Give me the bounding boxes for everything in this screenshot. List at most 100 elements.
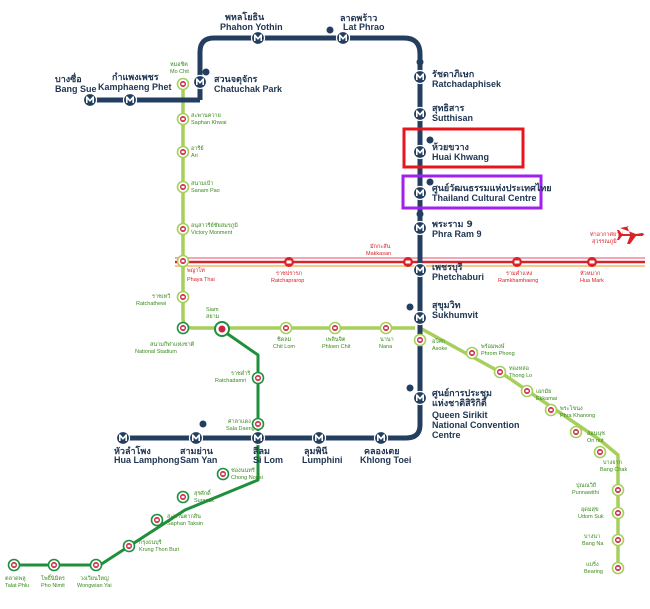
bts-station-saphan-khwai[interactable]: สะพานควาย Saphan Khwai: [176, 112, 227, 126]
airport-destination[interactable]: ท่าอากาศยาน สุวรรณภูมิ: [590, 226, 644, 245]
station-en-label: Saphan Khwai: [191, 120, 226, 126]
airport-th-label-2: สุวรรณภูมิ: [592, 238, 617, 245]
parking-icon: [406, 384, 414, 392]
mrt-station-queen-sirikit[interactable]: ศูนย์การประชุม แห่งชาติสิริกิติ์ Queen S…: [406, 384, 520, 441]
bts-station-victory-monument[interactable]: อนุสาวรีย์ชัยสมรภูมิ Victory Monment: [176, 222, 239, 236]
bts-station-udom-suk[interactable]: อุดมสุข Udom Suk: [578, 506, 625, 520]
bts-station-ekkamai[interactable]: เอกมัย Ekkamai: [520, 384, 558, 403]
bts-station-surasak[interactable]: สุรศักดิ์ Surasak: [176, 489, 215, 504]
station-th-label: พระโขนง: [560, 404, 583, 412]
station-en-label: Saphan Taksin: [167, 521, 203, 527]
mrt-station-lat-phrao[interactable]: ลาดพร้าว Lat Phrao: [326, 13, 386, 46]
arl-station-ratchaprarop[interactable]: ราชปรารภ Ratchaprarop: [271, 257, 304, 284]
mrt-station-thailand-cultural-centre[interactable]: ศูนย์วัฒนธรรมแห่งประเทศไทย Thailand Cult…: [412, 178, 552, 204]
mrt-station-sukhumvit[interactable]: สุขุมวิท Sukhumvit: [406, 300, 479, 326]
station-th-label: สุรศักดิ์: [194, 489, 212, 497]
station-th-label: ตลาดพลู: [5, 576, 26, 582]
bts-station-wongwian-yai[interactable]: วงเวียนใหญ่ Wongwian Yai: [77, 558, 112, 590]
mrt-icon: [311, 430, 327, 446]
mrt-station-hua-lamphong[interactable]: หัวลำโพง Hua Lamphong: [114, 430, 180, 466]
station-th-label: มักกะสัน: [370, 243, 391, 250]
bts-station-thong-lo[interactable]: ทองหล่อ Thong Lo: [493, 365, 533, 379]
mrt-station-phra-ram-9[interactable]: พระราม 9 Phra Ram 9: [412, 210, 482, 240]
bts-station-phloen-chit[interactable]: เพลินจิต Phloen Chit: [322, 321, 351, 351]
station-th-label: ราชดำริ: [231, 370, 250, 377]
station-th-label: ช่องนนทรี: [231, 467, 255, 474]
bts-station-bang-chak[interactable]: บางจาก Bang Chak: [593, 445, 628, 474]
station-en-label: Udom Suk: [578, 514, 604, 520]
station-th-label: เพลินจิต: [326, 336, 346, 343]
mrt-station-lumphini[interactable]: ลุมพินี Lumphini: [302, 430, 343, 466]
station-th-label: ศูนย์วัฒนธรรมแห่งประเทศไทย: [432, 182, 552, 194]
station-en-label: Sam Yan: [180, 455, 217, 465]
bts-icon: [544, 403, 558, 417]
bts-station-on-nut[interactable]: อ่อนนุช On nut: [569, 425, 606, 445]
bts-station-bearing[interactable]: แบริ่ง Bearing: [584, 560, 625, 575]
bts-station-sala-daeng[interactable]: ศาลาแดง Sala Daeng: [226, 417, 265, 432]
station-en-label: Wongwian Yai: [77, 583, 112, 589]
station-th-label: บางนา: [584, 534, 600, 540]
bts-station-mo-chit[interactable]: หมอชิต Mo Chit: [170, 61, 189, 91]
siam-interchange-dot: [218, 325, 226, 333]
mrt-icon: [412, 185, 428, 201]
station-th-label: สนามกีฬาแห่งชาติ: [150, 341, 195, 348]
station-en-label: Bearing: [584, 569, 603, 575]
station-th-label: คลองเตย: [364, 447, 400, 457]
bts-station-talat-phlu[interactable]: ตลาดพลู Talat Phlu: [5, 558, 29, 590]
station-th-label: ศูนย์การประชุม: [432, 387, 492, 399]
mrt-station-sutthisan[interactable]: สุทธิสาร Sutthisan: [412, 103, 474, 123]
mrt-station-phetchaburi[interactable]: เพชรบุรี Phetchaburi: [412, 262, 485, 282]
station-en-label: Ratchadaphisek: [432, 79, 502, 89]
station-th-label: หัวหมาก: [580, 270, 600, 277]
station-th-label: กำแพงเพชร: [112, 72, 159, 83]
bts-station-saphan-taksin[interactable]: สะพานตากสิน Saphan Taksin: [150, 513, 203, 527]
station-en-label: Makkasan: [366, 251, 391, 257]
bts-station-phrom-phong[interactable]: พร้อมพงษ์ Phrom Phong: [465, 343, 515, 360]
bts-station-krung-thon-buri[interactable]: กรุงธนบุรี Krung Thon Buri: [122, 539, 179, 553]
bts-icon: [611, 561, 625, 575]
mrt-station-ratchadaphisek[interactable]: รัชดาภิเษก Ratchadaphisek: [412, 58, 503, 90]
bts-station-nana[interactable]: นานา Nana: [379, 321, 394, 351]
bts-station-ari[interactable]: อารีย์ Ari: [176, 145, 204, 159]
mrt-station-phahon-yothin[interactable]: พหลโยธิน Phahon Yothin: [220, 11, 283, 46]
bts-station-chit-lom[interactable]: ชิดลม Chit Lom: [273, 321, 295, 351]
bts-station-punnawithi[interactable]: ปุณณวิถี Punnawithi: [572, 482, 625, 497]
bts-station-asok[interactable]: อโศก Asoke: [413, 333, 448, 353]
station-th-label: ห้วยขวาง: [432, 142, 469, 153]
bts-icon: [176, 222, 190, 236]
bts-station-ratchathewi[interactable]: ราชเทวี Ratchathewi: [136, 290, 190, 308]
mrt-icon: [188, 430, 204, 446]
mrt-station-chatuchak-park[interactable]: สวนจตุจักร Chatuchak Park: [192, 68, 284, 95]
bts-icon: [176, 490, 190, 504]
station-en-label: Thong Lo: [509, 373, 532, 379]
station-en-label: Huai Khwang: [432, 152, 489, 162]
bts-station-sanam-pao[interactable]: สนามเป้า Sanam Pao: [176, 180, 220, 194]
station-th-label: พร้อมพงษ์: [481, 343, 505, 350]
bts-icon: [89, 558, 103, 572]
arl-station-hua-mark[interactable]: หัวหมาก Hua Mark: [580, 257, 604, 284]
mrt-station-huai-khwang[interactable]: ห้วยขวาง Huai Khwang: [412, 136, 490, 163]
bts-icon: [611, 533, 625, 547]
mrt-station-sam-yan[interactable]: สามย่าน Sam Yan: [180, 420, 217, 466]
arl-station-ramkhamhaeng[interactable]: รามคำแหง Ramkhamhaeng: [498, 257, 538, 284]
mrt-station-kamphaeng-phet[interactable]: กำแพงเพชร Kamphaeng Phet: [98, 72, 172, 108]
mrt-station-bang-sue[interactable]: บางซื่อ Bang Sue: [55, 72, 98, 108]
station-th-label: อารีย์: [191, 145, 204, 152]
mrt-station-khlong-toei[interactable]: คลองเตย Khlong Toei: [360, 430, 411, 466]
bts-icon: [328, 321, 342, 335]
station-th-label: สามย่าน: [180, 446, 214, 457]
station-en-label: Khlong Toei: [360, 455, 411, 465]
highlight-box-huai-khwang: [402, 127, 525, 169]
bts-station-pho-nimit[interactable]: โพธิ์นิมิตร Pho Nimit: [41, 558, 65, 590]
arl-station-makkasan[interactable]: มักกะสัน Makkasan: [366, 243, 413, 267]
station-en-label: Queen Sirikit: [432, 410, 488, 420]
bts-station-bang-na[interactable]: บางนา Bang Na: [582, 533, 625, 547]
parking-icon: [406, 303, 414, 311]
bts-station-chong-nonsi[interactable]: ช่องนนทรี Chong Nonsi: [216, 467, 263, 481]
bts-station-ratchadamri[interactable]: ราชดำริ Ratchadamri: [215, 370, 265, 385]
bts-station-phra-khanong[interactable]: พระโขนง Phra Khanong: [544, 403, 596, 419]
bts-station-national-stadium[interactable]: สนามกีฬาแห่งชาติ National Stadium: [135, 321, 195, 356]
bts-station-phaya-thai[interactable]: พญาไท Phaya Thai: [176, 254, 215, 284]
bts-station-siam[interactable]: Siam สยาม: [206, 307, 230, 337]
mrt-station-si-lom[interactable]: สีลม Si Lom: [250, 430, 284, 466]
